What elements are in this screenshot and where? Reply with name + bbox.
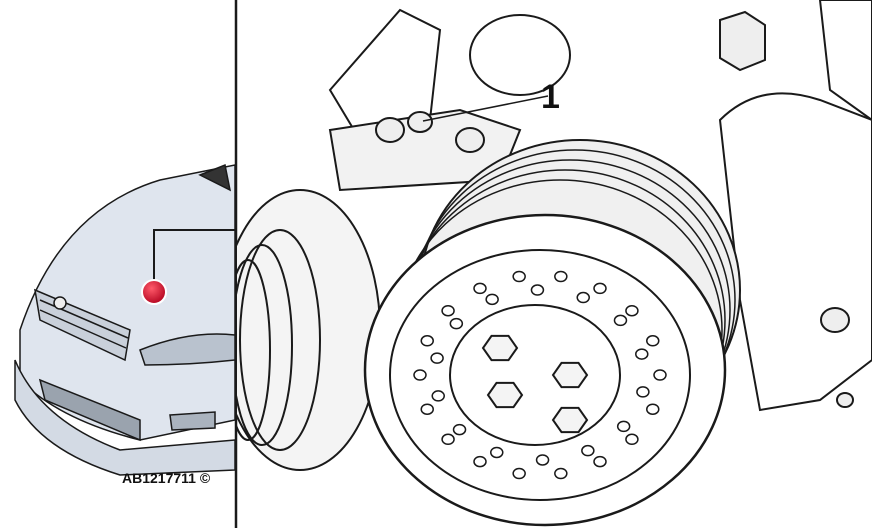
pulley-hub [449,304,621,446]
pulley-hole [473,282,487,295]
pulley-hole [635,348,649,360]
hex-nut-top [719,10,766,72]
pulley-hole [441,304,455,317]
alternator-body [237,189,381,471]
car-bumper [14,359,235,476]
headlight [139,333,235,366]
pulley-hole [625,433,639,446]
hub-bolt [481,334,519,362]
pulley-bolts [481,334,589,434]
pulley-face [363,213,727,527]
hub-bolt [551,406,589,434]
pulley-hole [653,369,667,381]
pulley-hole [420,335,434,347]
leader-line-location [153,229,235,292]
pulley-hole [616,420,631,433]
pulley-hole [593,455,607,468]
pulley-hole [554,467,568,480]
pulley-hole [554,270,568,283]
car-hood [19,164,235,441]
hub-bolt [551,361,589,389]
lower-grille [38,378,141,442]
pulley-hole [473,455,487,468]
pulley-hole [636,386,650,398]
pulley-hole [485,293,499,306]
pulley-hole [613,314,628,327]
pulley-hole [430,352,444,364]
alternator-ribs [237,229,321,451]
pulley-hole [490,446,504,459]
brand-emblem [53,296,67,310]
pulley-hole [441,433,455,446]
pulley-hole [452,423,467,436]
vehicle-location-view [14,163,235,476]
pulley-hole [512,270,526,283]
fog-light [169,411,216,431]
bracket-bolt-2 [375,117,405,143]
side-bolt [820,307,850,333]
pulley-hole [646,403,660,415]
upper-housing [469,14,571,96]
pulley-hole [413,369,427,381]
pulley-hole [512,467,526,480]
bracket-bolt-1 [407,111,433,133]
pulley-hole [530,284,545,296]
pulley-hole [431,390,445,402]
pulley-detail-view [237,0,872,527]
pulley-hole [646,335,660,347]
pulley-hole [593,282,607,295]
pulley-hole [535,454,550,466]
callout-label-1: 1 [541,78,560,116]
right-bracket [718,92,872,412]
pulley-holes [413,270,667,480]
pulley-hole [625,304,639,317]
leader-line-callout-1 [422,95,549,122]
reference-code: AB1217711 © [122,470,211,486]
hub-bolt [486,381,524,409]
pulley-hole [581,444,595,457]
pulley-hole [576,291,590,304]
pulley-hole [420,403,434,415]
pulley-hole [449,317,464,330]
location-marker [141,279,167,305]
bracket-bolt-3 [455,127,485,153]
